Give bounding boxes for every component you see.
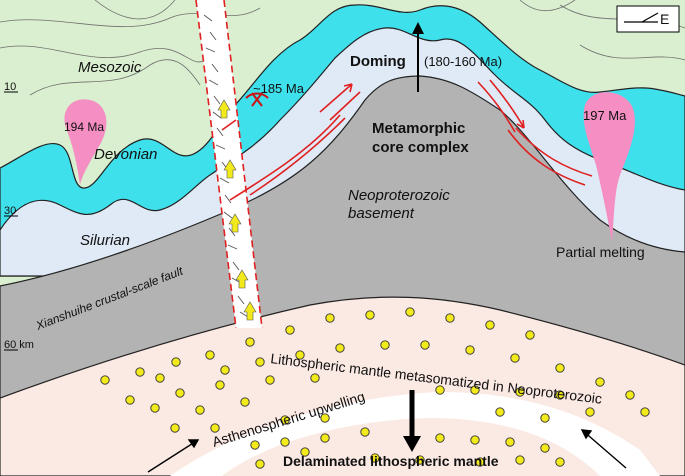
metasomatism-dots [100, 307, 650, 469]
metasomatism-dot [525, 330, 535, 340]
metasomatism-dot [465, 345, 475, 355]
metasomatism-dot [100, 375, 110, 385]
metasomatism-dot [505, 437, 515, 447]
metasomatism-dot [415, 455, 425, 465]
metasomatism-dot [445, 313, 455, 323]
metasomatism-dot [435, 433, 445, 443]
age-pluton-left: 194 Ma [64, 120, 104, 134]
doming-label: Doming [350, 53, 406, 70]
metasomatism-dot [515, 455, 525, 465]
metasomatism-dot [555, 390, 565, 400]
metasomatism-dot [625, 390, 635, 400]
metasomatism-dot [555, 457, 565, 467]
metasomatism-dot [485, 320, 495, 330]
metasomatism-dot [135, 367, 145, 377]
metasomatism-dot [335, 343, 345, 353]
fault-shear-arrow-up [221, 119, 237, 131]
metasomatism-dot [380, 340, 390, 350]
metasomatism-dot [175, 388, 185, 398]
core-complex-label-line2: core complex [372, 139, 469, 156]
label-basement-line1: Neoproterozoic [348, 187, 450, 204]
upwelling-arrows [147, 429, 627, 473]
metasomatism-dot [170, 423, 180, 433]
fault-zone [195, 0, 263, 329]
metasomatism-dot [280, 437, 290, 447]
depth-tick-60: 60 km [4, 339, 34, 351]
metasomatism-dot [150, 403, 160, 413]
metasomatism-dot [365, 310, 375, 320]
metasomatism-dot [210, 423, 220, 433]
doming-age-label: (180-160 Ma) [424, 54, 502, 69]
metasomatism-dot [250, 440, 260, 450]
metasomatism-dot [510, 353, 520, 363]
metasomatism-dot [255, 459, 265, 469]
metasomatism-dot [280, 415, 290, 425]
delaminated-label: Delaminated lithospheric mantle [283, 453, 499, 469]
metasomatism-dot [220, 365, 230, 375]
pluton-left [64, 99, 107, 185]
metasomatism-dot [310, 373, 320, 383]
metasomatism-dot [370, 453, 380, 463]
metasomatism-dot [640, 407, 650, 417]
metasomatism-dot [240, 397, 250, 407]
metasomatism-dot [195, 405, 205, 415]
depth-tick-30: 30 [4, 205, 16, 217]
sample-hammer-icon [245, 92, 269, 107]
label-mesozoic: Mesozoic [78, 59, 142, 76]
partial-melting-label: Partial melting [556, 244, 645, 260]
legend-box: E [616, 5, 680, 33]
metasomatism-dot [585, 407, 595, 417]
metasomatism-dot [325, 313, 335, 323]
metasomatism-dot [515, 387, 525, 397]
age-pluton-right: 197 Ma [583, 108, 627, 123]
metasomatism-dot [470, 435, 480, 445]
metasomatism-dot [470, 385, 480, 395]
delamination-arrow [403, 390, 421, 452]
metasomatism-dot [205, 350, 215, 360]
core-complex-label-line1: Metamorphic [372, 120, 465, 137]
metasomatism-dot [435, 385, 445, 395]
age-fault-dike: ~185 Ma [253, 81, 305, 96]
metasomatism-dot [555, 363, 565, 373]
metasomatism-dot [405, 307, 415, 317]
metasomatism-dot [540, 443, 550, 453]
mesozoic-contour-lines [0, 0, 685, 96]
doming-arrow [412, 22, 424, 92]
depth-scale [4, 91, 18, 351]
metasomatism-dot [155, 373, 165, 383]
label-basement-line2: basement [348, 205, 415, 222]
metasomatism-dot [295, 350, 305, 360]
metasomatism-dot [420, 340, 430, 350]
metasomatism-dot [245, 337, 255, 347]
shear-sense-arrows [229, 79, 593, 201]
metasomatism-dot [360, 427, 370, 437]
metasomatism-dot [215, 380, 225, 390]
pluton-right [583, 92, 635, 242]
metasomatism-dot [171, 357, 181, 367]
metasomatism-dot [125, 395, 135, 405]
label-silurian: Silurian [80, 232, 130, 249]
metasomatism-dot [540, 413, 550, 423]
metasomatism-dot [300, 447, 310, 457]
metasomatism-dot [285, 325, 295, 335]
metasomatism-dot [475, 457, 485, 467]
metasomatism-dot [320, 433, 330, 443]
metasomatism-dot [265, 375, 275, 385]
metasomatism-dot [595, 377, 605, 387]
metasomatism-dot [255, 357, 265, 367]
fault-legend-icon [624, 12, 659, 23]
depth-tick-10: 10 [4, 81, 16, 93]
metasomatism-dot [495, 407, 505, 417]
metasomatism-dot [320, 413, 330, 423]
legend-direction-label: E [660, 11, 669, 27]
label-devonian: Devonian [94, 146, 157, 163]
